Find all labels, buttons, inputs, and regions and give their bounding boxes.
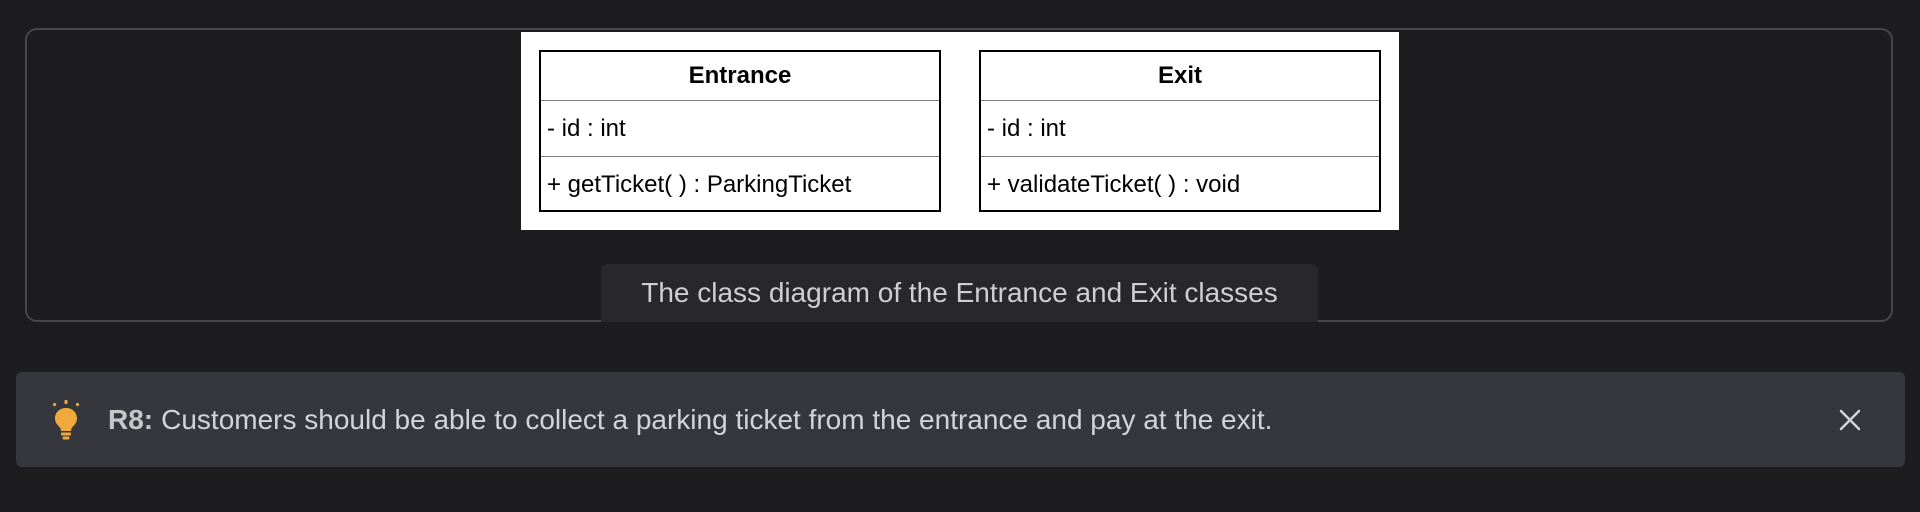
requirement-tag: R8:	[108, 403, 154, 435]
class-method: + validateTicket( ) : void	[987, 170, 1241, 198]
close-icon[interactable]	[1838, 408, 1862, 432]
requirement-text: Customers should be able to collect a pa…	[161, 403, 1273, 435]
class-name: Exit	[981, 52, 1379, 101]
banner-message: R8: Customers should be able to collect …	[108, 372, 1272, 467]
uml-class-exit: Exit - id : int + validateTicket( ) : vo…	[979, 50, 1381, 212]
class-attribute: - id : int	[981, 101, 1379, 157]
figure-caption: The class diagram of the Entrance and Ex…	[601, 264, 1318, 322]
class-diagram: Entrance - id : int + getTicket( ) : Par…	[521, 32, 1399, 230]
uml-class-entrance: Entrance - id : int + getTicket( ) : Par…	[539, 50, 941, 212]
class-attribute: - id : int	[541, 101, 939, 157]
class-name: Entrance	[541, 52, 939, 101]
lightbulb-icon	[52, 400, 80, 440]
class-method: + getTicket( ) : ParkingTicket	[547, 170, 852, 198]
requirement-banner: R8: Customers should be able to collect …	[16, 372, 1905, 467]
